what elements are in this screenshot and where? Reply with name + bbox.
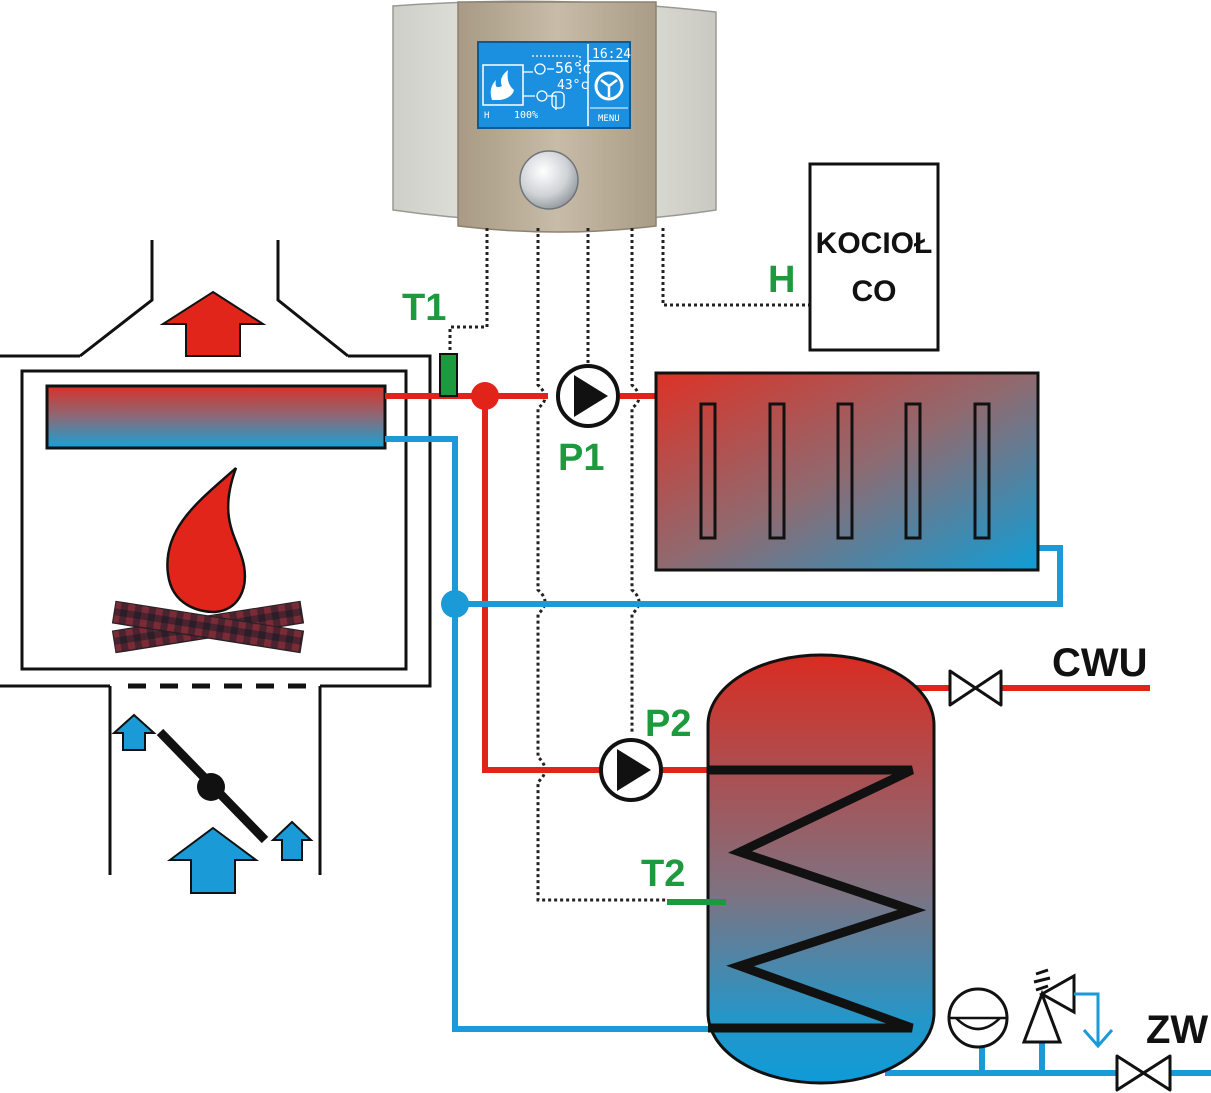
label-t2: T2 [641, 853, 685, 895]
radiator [654, 371, 1040, 572]
cold-junction [441, 590, 469, 618]
arrow-up-icon [166, 826, 260, 894]
hot-water-tank [706, 653, 936, 1085]
safety-valve-icon [1021, 968, 1114, 1049]
label-cwu: CWU [1052, 641, 1148, 685]
label-h: H [768, 259, 795, 301]
screen-mode: H [484, 111, 489, 121]
external-boiler-label-2: CO [852, 275, 897, 308]
valve-icon [1115, 1054, 1172, 1092]
tank-body [706, 653, 936, 1085]
heat-exchanger [45, 384, 387, 450]
expansion-vessel-icon [947, 987, 1009, 1049]
air-intake-walls [108, 686, 322, 875]
valve-icon [948, 669, 1003, 707]
external-boiler-box [808, 162, 940, 352]
arrow-up-icon [111, 713, 157, 751]
label-t1: T1 [402, 287, 446, 329]
fireplace [0, 240, 432, 894]
controller-knob[interactable] [519, 150, 579, 210]
screen-time: 16:24 [592, 47, 631, 62]
cold-pipes [385, 436, 1211, 1076]
arrow-up-icon [270, 820, 314, 861]
label-p2: P2 [645, 703, 691, 745]
sensor-t1 [439, 353, 458, 397]
external-boiler-label-1: KOCIOŁ [816, 227, 933, 260]
pump-icon [599, 738, 663, 802]
controller: 16:24 56°c 43°c H 100% MENU [392, 0, 717, 233]
hot-junction [471, 382, 499, 410]
screen-temp-1: 56°c [555, 59, 591, 77]
damper-icon [156, 728, 269, 844]
screen-temp-2: 43°c [557, 78, 588, 93]
screen-fan-icon [594, 71, 624, 101]
external-boiler: KOCIOŁ CO [808, 162, 940, 352]
screen-menu: MENU [598, 114, 620, 124]
label-p1: P1 [558, 437, 604, 479]
pump-icon [556, 364, 620, 428]
screen-boiler-icon [482, 64, 524, 106]
heating-coil [708, 765, 927, 1033]
fireplace-outer [0, 354, 432, 688]
chimney-hood [79, 240, 349, 358]
flame-icon [166, 467, 247, 614]
label-zw: ZW [1146, 1008, 1208, 1052]
firewood-logs [111, 600, 305, 654]
screen-percent: 100% [514, 110, 538, 121]
smoke-arrow-icon [159, 290, 267, 357]
